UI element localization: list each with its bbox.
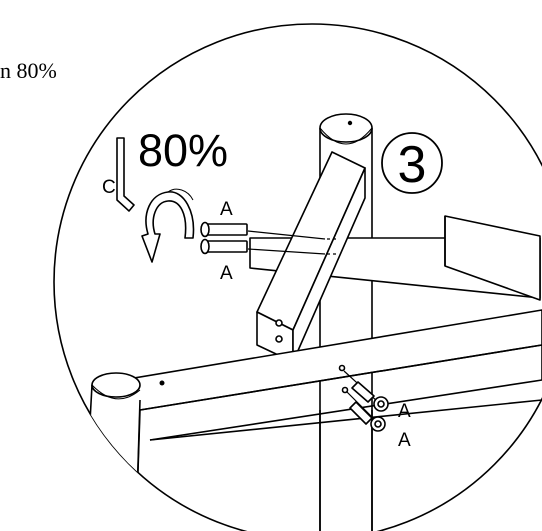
step-number: 3 [398,136,427,194]
step-number-badge: 3 [381,132,443,194]
instruction-text-fragment: n 80% [0,58,57,83]
tool-label-c: C [102,177,116,198]
turn-arrow-icon [141,188,195,263]
bolt-label-lower-2: A [398,430,411,451]
tighten-percent-label: 80% [138,125,228,176]
bolt-upper-2 [200,238,248,255]
bolt-lower-1 [351,381,389,412]
bolt-label-lower-1: A [398,401,411,422]
bolt-lower-2 [349,401,386,432]
bolt-guide-lines-upper [247,230,338,255]
bolt-label-upper-1: A [220,199,233,220]
bolt-upper-1 [200,221,248,238]
bolt-label-upper-2: A [220,263,233,284]
allen-key-icon [116,137,135,212]
